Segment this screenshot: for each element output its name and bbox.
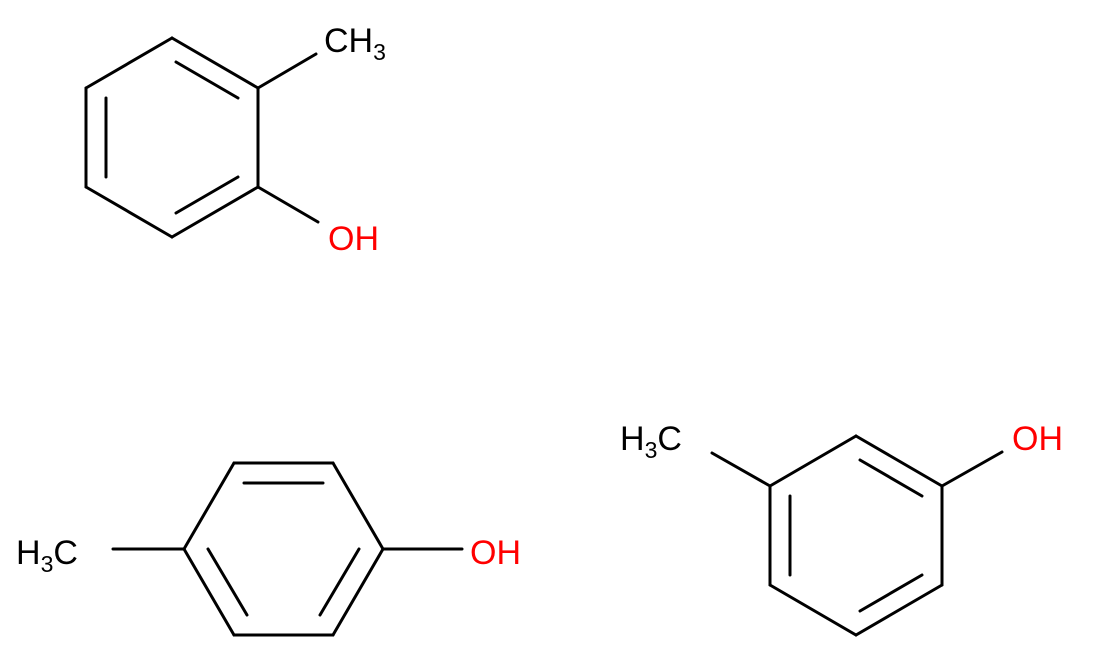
ring-bond <box>331 461 385 551</box>
methyl-label: CH3 <box>324 22 386 65</box>
ring-bond <box>170 185 260 239</box>
double-bond-inner <box>206 547 249 617</box>
double-bond-inner <box>318 547 361 617</box>
methyl-bond <box>256 52 318 90</box>
ring-bond <box>768 583 858 637</box>
ring-bond <box>854 434 944 488</box>
double-bond-inner <box>174 175 240 215</box>
molecule-m-cresol: H3C OH <box>620 420 1063 637</box>
hydroxyl-bond <box>940 450 1004 488</box>
ring-bond <box>331 547 385 637</box>
hydroxyl-bond <box>256 185 320 224</box>
hydroxyl-label: OH <box>328 220 379 258</box>
ring-bond <box>84 185 174 239</box>
ring-bond <box>170 36 260 90</box>
molecule-o-cresol: CH3 OH <box>84 22 386 258</box>
methyl-label: H3C <box>16 534 78 577</box>
hydroxyl-label: OH <box>1012 420 1063 458</box>
ring-bond <box>854 583 944 637</box>
ring-bond <box>182 547 236 637</box>
methyl-label: H3C <box>620 420 682 463</box>
ring-bond <box>182 461 236 551</box>
double-bond-inner <box>858 458 924 498</box>
double-bond-inner <box>174 60 240 100</box>
methyl-bond <box>710 451 772 488</box>
ring-bond <box>768 434 858 488</box>
ring-bond <box>84 36 174 90</box>
molecule-p-cresol: H3C OH <box>16 461 521 637</box>
double-bond-inner <box>858 573 924 613</box>
hydroxyl-label: OH <box>470 534 521 572</box>
